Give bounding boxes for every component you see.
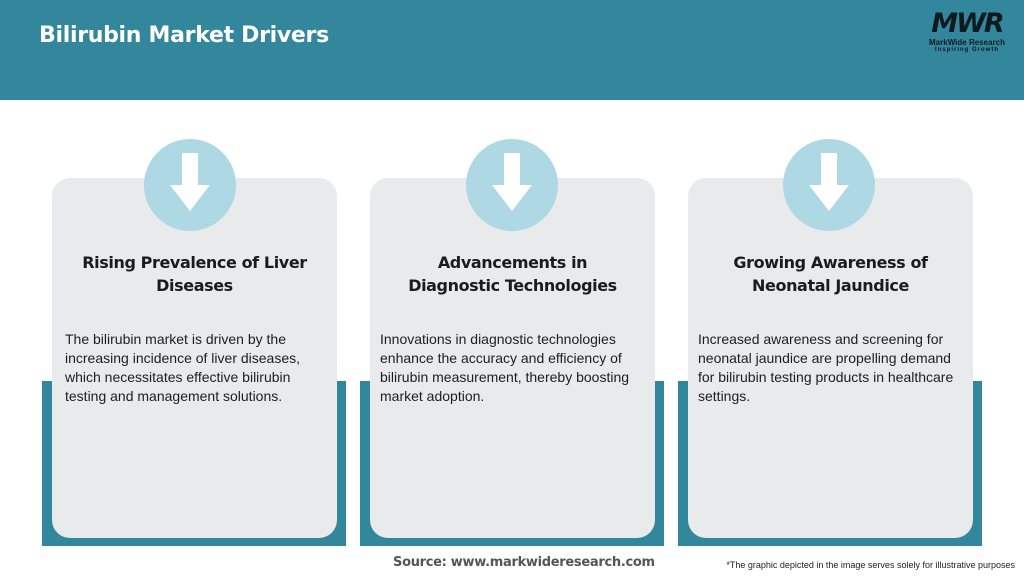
card-body: Increased awareness and screening for ne…	[698, 331, 954, 404]
header-banner: Bilirubin Market Drivers MWR MarkWide Re…	[0, 0, 1024, 100]
driver-card-3: Growing Awareness of Neonatal Jaundice I…	[688, 178, 973, 538]
logo-tagline: Inspiring Growth	[935, 47, 999, 53]
source-credit: Source: www.markwideresearch.com	[393, 555, 655, 570]
arrow-down-icon	[466, 139, 558, 231]
driver-card-1: Rising Prevalence of Liver Diseases The …	[52, 178, 337, 538]
card-body: The bilirubin market is driven by the in…	[65, 331, 301, 404]
arrow-down-icon	[144, 139, 236, 231]
card-title: Growing Awareness of Neonatal Jaundice	[733, 253, 928, 295]
logo-name: MarkWide Research	[929, 38, 1005, 47]
card-title: Rising Prevalence of Liver Diseases	[82, 253, 307, 295]
card-body: Innovations in diagnostic technologies e…	[380, 331, 630, 404]
page-title: Bilirubin Market Drivers	[39, 23, 329, 48]
card-title: Advancements in Diagnostic Technologies	[408, 253, 617, 295]
markwide-logo: MWR MarkWide Research Inspiring Growth	[922, 10, 1012, 58]
disclaimer-note: *The graphic depicted in the image serve…	[726, 560, 1015, 570]
logo-mark: MWR	[931, 8, 1004, 39]
arrow-down-icon	[783, 139, 875, 231]
driver-card-2: Advancements in Diagnostic Technologies …	[370, 178, 655, 538]
